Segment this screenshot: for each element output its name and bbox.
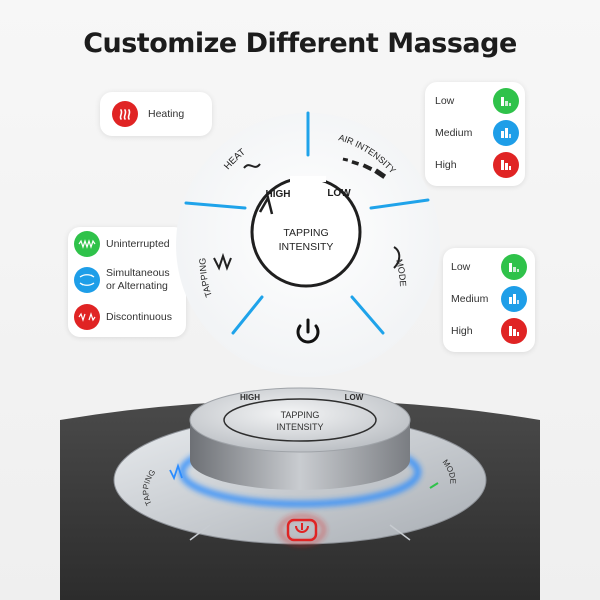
air-level-low: Low xyxy=(435,88,519,114)
knob-line1: TAPPING xyxy=(281,410,320,420)
mode-arc-icon xyxy=(393,246,401,269)
device-tapping-wave-icon xyxy=(169,463,183,481)
pattern-discontinuous: Discontinuous xyxy=(74,304,172,330)
heat-squiggle-icon xyxy=(243,163,261,169)
air-intensity-dash-icon xyxy=(342,157,387,179)
page-title: Customize Different Massage xyxy=(83,28,517,59)
bars-medium-icon xyxy=(493,120,519,146)
tapping-wave-icon xyxy=(213,252,232,271)
dial-center-line1: TAPPING xyxy=(283,227,328,239)
dial-center-line2: INTENSITY xyxy=(279,241,334,253)
air-intensity-levels-card: Low Medium High xyxy=(425,82,525,186)
power-icon[interactable] xyxy=(296,318,320,344)
bars-low-icon xyxy=(493,88,519,114)
mode-level-low: Low xyxy=(451,254,527,280)
knob-high-label: HIGH xyxy=(240,393,260,402)
heating-card: Heating xyxy=(100,92,212,136)
pattern-simultaneous-alternating: Simultaneous or Alternating xyxy=(74,267,170,293)
heat-waves-icon xyxy=(112,101,138,127)
arrow-up-icon xyxy=(258,194,274,215)
device-power-icon xyxy=(295,525,309,533)
knob-low-label: LOW xyxy=(345,393,364,402)
continuous-wave-icon xyxy=(74,231,100,257)
dial-low-label: LOW xyxy=(327,188,351,199)
device-power-button[interactable] xyxy=(278,514,326,546)
bars-medium-icon xyxy=(501,286,527,312)
tapping-patterns-card: Uninterrupted Simultaneous or Alternatin… xyxy=(68,227,186,337)
bars-high-icon xyxy=(493,152,519,178)
mode-level-medium: Medium xyxy=(451,286,527,312)
air-level-high: High xyxy=(435,152,519,178)
dial-mode-label: MODE xyxy=(394,258,408,287)
heating-label: Heating xyxy=(148,108,185,120)
pattern-uninterrupted: Uninterrupted xyxy=(74,231,170,257)
device-mode-indicator xyxy=(429,482,439,489)
bars-high-icon xyxy=(501,318,527,344)
mode-level-high: High xyxy=(451,318,527,344)
broken-wave-icon xyxy=(74,304,100,330)
bars-low-icon xyxy=(501,254,527,280)
dial-segment-dividers xyxy=(184,111,430,335)
mode-levels-card: Low Medium High xyxy=(443,248,535,352)
air-level-medium: Medium xyxy=(435,120,519,146)
tapping-intensity-knob[interactable] xyxy=(189,387,411,453)
dial-high-label: HIGH xyxy=(266,189,291,200)
knob-line2: INTENSITY xyxy=(276,422,323,432)
device-photo: HIGH LOW TAPPING INTENSITY TAPPING MODE xyxy=(60,387,540,600)
alternating-wave-icon xyxy=(74,267,100,293)
